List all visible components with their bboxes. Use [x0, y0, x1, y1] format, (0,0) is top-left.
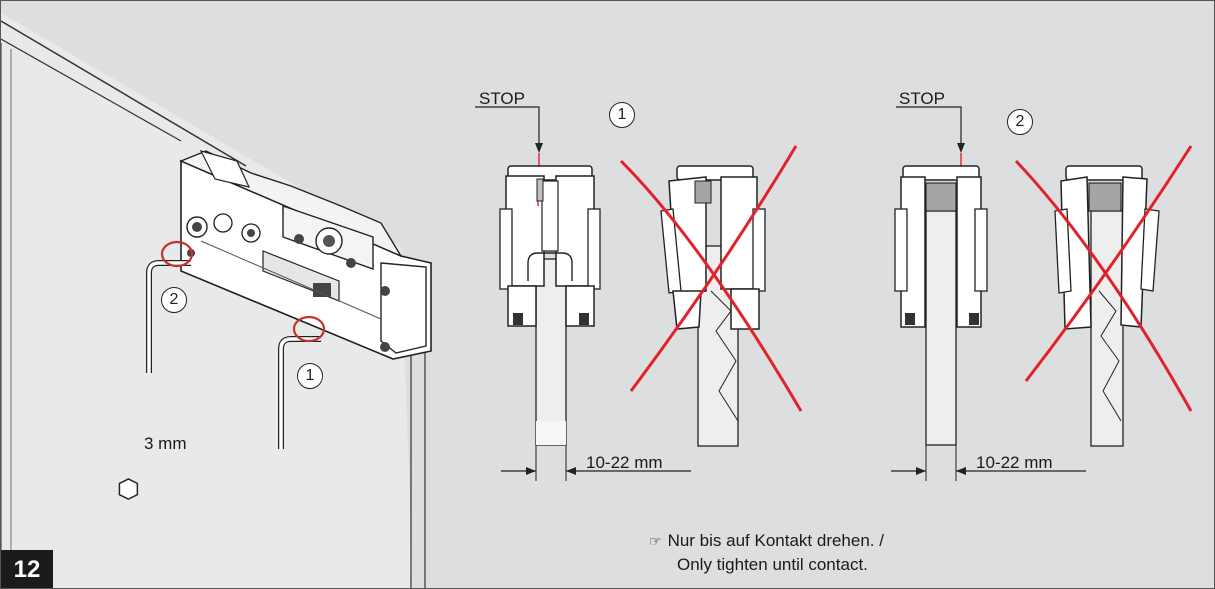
step-number-badge: 12: [1, 550, 53, 588]
dimension-label-2: 10-22 mm: [976, 453, 1053, 472]
rotation-arrow-2: [160, 240, 194, 268]
callout-1-left: 1: [297, 363, 323, 389]
cross-mark-1b: [629, 145, 798, 392]
panel-2-wrong: [1014, 145, 1193, 447]
glass-edge-1: [535, 258, 567, 446]
rotation-arrow-1: [292, 315, 326, 343]
dimension-label-1: 10-22 mm: [586, 453, 663, 472]
hex-key-icon: [118, 478, 139, 500]
note-line-2: Only tighten until contact.: [677, 555, 868, 574]
note-line-1: Nur bis auf Kontakt drehen. /: [667, 531, 884, 550]
stop-label-2: STOP: [899, 89, 945, 108]
stop-label-1: STOP: [479, 89, 525, 108]
hex-key-size-label: 3 mm: [144, 434, 187, 453]
cross-mark-1a: [619, 159, 803, 412]
cross-mark-2a: [1014, 159, 1193, 412]
left-assembly: [1, 13, 432, 588]
pointing-hand-icon: ☞: [649, 533, 662, 549]
panel-1-number: 1: [609, 102, 635, 128]
instruction-note: ☞ Nur bis auf Kontakt drehen. / Only tigh…: [649, 529, 884, 576]
cross-mark-2b: [1024, 145, 1193, 382]
panel-1-wrong: [619, 145, 803, 447]
panel-2-correct: [891, 106, 1086, 481]
panel-1-correct: [475, 106, 691, 481]
glass-panel: [1, 13, 413, 588]
panel-2-number: 2: [1007, 109, 1033, 135]
callout-2-left: 2: [161, 287, 187, 313]
glass-edge-2: [925, 210, 957, 446]
